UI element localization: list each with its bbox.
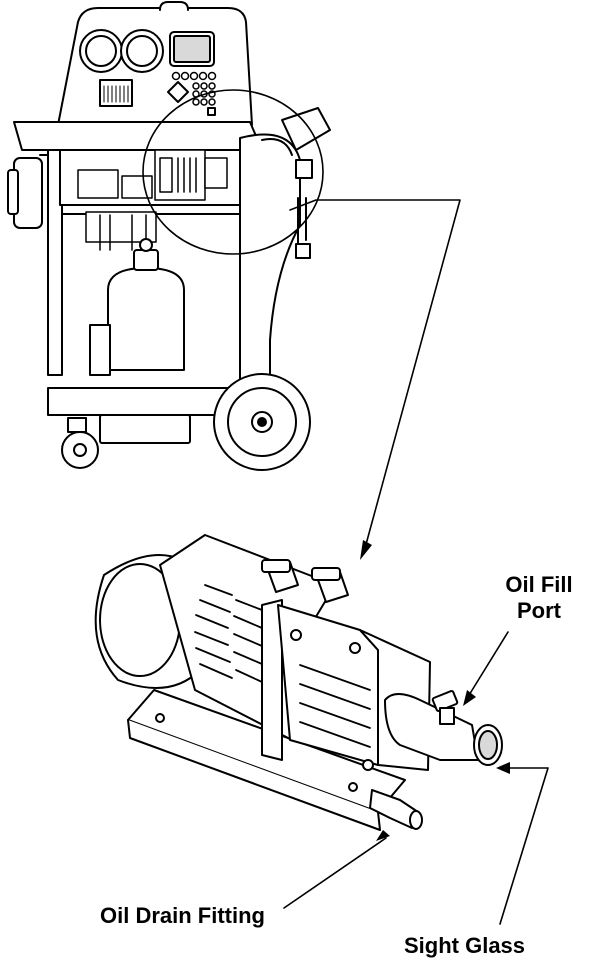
bracket [261, 599, 283, 761]
refrigerant-tank [107, 267, 185, 371]
oil-drain-fitting-label: Oil Drain Fitting [100, 903, 265, 928]
pointer-drain [283, 837, 387, 909]
oil-fill-port-label: Oil Fill Port [486, 572, 592, 624]
oil-fill-port-label-line2: Port [517, 598, 561, 623]
pointer-oil-fill [465, 631, 509, 701]
service-cart [7, 1, 331, 471]
arrowheads [360, 540, 510, 841]
pointer-to-pump [289, 199, 461, 549]
nav-pad [167, 81, 189, 103]
sight-glass-label: Sight Glass [404, 933, 526, 958]
side-column [239, 133, 301, 391]
handle [281, 107, 331, 151]
leader-lines [283, 199, 549, 925]
detail-circle [142, 89, 324, 255]
oil-fill-port-label-line1: Oil Fill [505, 572, 573, 597]
pump-housing [277, 604, 379, 766]
pointer-sight-glass [499, 767, 549, 925]
vacuum-pump [94, 534, 503, 831]
